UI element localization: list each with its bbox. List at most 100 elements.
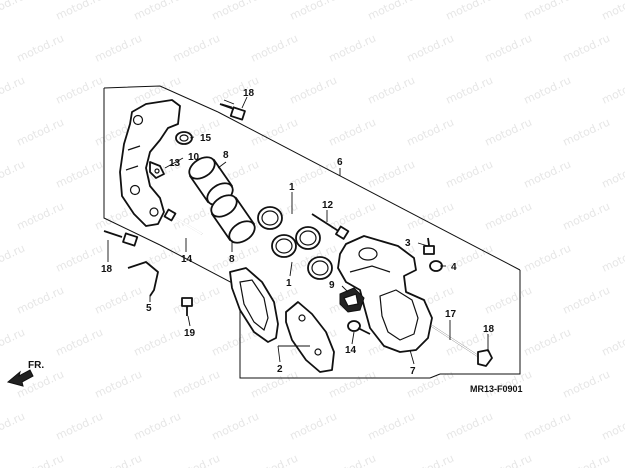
- watermark-text: motod.ru: [0, 158, 27, 191]
- watermark-text: motod.ru: [249, 32, 300, 65]
- watermark-text: motod.ru: [288, 74, 339, 107]
- pad-spring-9: [339, 287, 365, 313]
- callout-15: 15: [200, 133, 212, 144]
- brake-pad-2-front: [229, 267, 279, 343]
- watermark-text: motod.ru: [483, 116, 534, 149]
- watermark-text: motod.ru: [171, 284, 222, 317]
- callout-3: 3: [405, 238, 411, 249]
- watermark-text: motod.ru: [54, 242, 105, 275]
- clip-10-11: [149, 161, 165, 179]
- callout-1: 1: [286, 278, 292, 289]
- watermark-text: motod.ru: [0, 410, 27, 443]
- callout-6: 6: [337, 157, 343, 168]
- watermark-text: motod.ru: [366, 0, 417, 23]
- watermark-text: motod.ru: [171, 452, 222, 468]
- watermark-text: motod.ru: [405, 32, 456, 65]
- watermark-text: motod.ru: [444, 410, 495, 443]
- watermark-text: motod.ru: [600, 326, 625, 359]
- watermark-text: motod.ru: [561, 452, 612, 468]
- watermark-text: motod.ru: [483, 200, 534, 233]
- pin-17: [431, 325, 479, 357]
- watermark-text: motod.ru: [54, 74, 105, 107]
- watermark-text: motod.ru: [288, 410, 339, 443]
- spring-clip-5: [127, 261, 159, 297]
- callout-14: 14: [345, 345, 357, 356]
- watermark-text: motod.ru: [171, 32, 222, 65]
- watermark-text: motod.ru: [54, 158, 105, 191]
- watermark-text: motod.ru: [0, 74, 27, 107]
- watermark-text: motod.ru: [54, 0, 105, 23]
- watermark-text: motod.ru: [54, 326, 105, 359]
- watermark-text: motod.ru: [561, 32, 612, 65]
- watermark-text: motod.ru: [0, 326, 27, 359]
- bleeder-valve-3: [423, 237, 435, 255]
- boot-15: [175, 131, 193, 145]
- watermark-text: motod.ru: [561, 200, 612, 233]
- piston-seals-1: [257, 206, 333, 280]
- nut-18-right: [477, 349, 493, 367]
- watermark-text: motod.ru: [132, 410, 183, 443]
- watermark-text: motod.ru: [561, 284, 612, 317]
- watermark-text: motod.ru: [327, 116, 378, 149]
- watermark-text: motod.ru: [405, 452, 456, 468]
- watermark-text: motod.ru: [483, 452, 534, 468]
- watermark-text: motod.ru: [15, 284, 66, 317]
- bolt-12: [311, 213, 350, 240]
- watermark-text: motod.ru: [405, 116, 456, 149]
- watermark-text: motod.ru: [93, 368, 144, 401]
- watermark-text: motod.ru: [249, 452, 300, 468]
- front-label: FR.: [28, 360, 44, 371]
- watermark-text: motod.ru: [600, 410, 625, 443]
- watermark-text: motod.ru: [444, 0, 495, 23]
- callout-8: 8: [223, 150, 229, 161]
- assembly-frame: [103, 85, 521, 379]
- piston-8-lower: [210, 194, 256, 244]
- watermark-text: motod.ru: [600, 242, 625, 275]
- piston-8-upper: [188, 156, 234, 206]
- bolt-18-top: [219, 99, 246, 121]
- watermark-text: motod.ru: [522, 158, 573, 191]
- watermark-text: motod.ru: [600, 74, 625, 107]
- watermark-text: motod.ru: [171, 368, 222, 401]
- watermark-text: motod.ru: [210, 0, 261, 23]
- watermark-text: motod.ru: [600, 0, 625, 23]
- callout-13: 14: [181, 254, 193, 265]
- callout-10: 10: [188, 152, 200, 163]
- watermark-text: motod.ru: [522, 74, 573, 107]
- callout-19: 19: [184, 328, 196, 339]
- brake-pad-2-rear: [285, 301, 335, 373]
- watermark-text: motod.ru: [405, 200, 456, 233]
- pin-14: [347, 320, 371, 335]
- watermark-text: motod.ru: [54, 410, 105, 443]
- pin-13: [163, 208, 203, 235]
- diagram-code: MR13-F0901: [470, 384, 523, 394]
- callout-18: 18: [101, 264, 113, 275]
- watermark-text: motod.ru: [327, 368, 378, 401]
- watermark-text: motod.ru: [15, 200, 66, 233]
- bolt-18-left: [103, 230, 139, 247]
- watermark-text: motod.ru: [0, 0, 27, 23]
- watermark-text: motod.ru: [522, 0, 573, 23]
- caliper-bracket: [119, 99, 181, 227]
- watermark-text: motod.ru: [366, 158, 417, 191]
- callout-18: 18: [243, 88, 255, 99]
- callout-7: 7: [410, 366, 416, 377]
- watermark-text: motod.ru: [444, 74, 495, 107]
- watermark-text: motod.ru: [366, 410, 417, 443]
- watermark-text: motod.ru: [483, 284, 534, 317]
- watermark-text: motod.ru: [132, 326, 183, 359]
- callout-4: 4: [451, 262, 457, 273]
- watermark-text: motod.ru: [93, 452, 144, 468]
- leader-lines: [107, 96, 489, 365]
- watermark-text: motod.ru: [366, 74, 417, 107]
- callout-8: 8: [229, 254, 235, 265]
- watermark-text: motod.ru: [15, 452, 66, 468]
- watermark-text: motod.ru: [93, 284, 144, 317]
- front-direction-indicator: FR.: [6, 360, 44, 387]
- watermark-text: motod.ru: [561, 116, 612, 149]
- callout-5: 5: [146, 303, 152, 314]
- callout-17: 17: [445, 309, 457, 320]
- watermark-text: motod.ru: [522, 242, 573, 275]
- watermark-text: motod.ru: [288, 0, 339, 23]
